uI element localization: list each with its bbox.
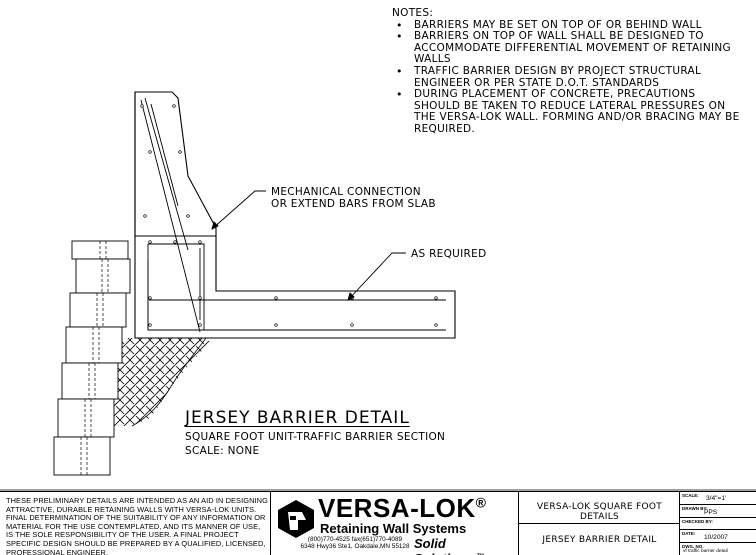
sheet-title: JERSEY BARRIER DETAIL xyxy=(542,535,657,545)
wall-block xyxy=(69,292,127,328)
versa-lok-mark-icon xyxy=(278,500,314,538)
soil-hatch xyxy=(108,337,210,427)
checked-by-field: CHECKED BY: xyxy=(680,518,756,530)
divider xyxy=(518,523,680,524)
versa-lok-logo: VERSA-LOK® Retaining Wall Systems (800)7… xyxy=(272,492,517,555)
detail-subtitle: SQUARE FOOT UNIT-TRAFFIC BARRIER SECTION xyxy=(185,431,446,443)
reinforcing-bars xyxy=(140,97,446,333)
logo-subtitle: Retaining Wall Systems xyxy=(320,521,467,536)
field-value: vf traffic barrier detail xyxy=(683,549,728,554)
title-block: THESE PRELIMINARY DETAILS ARE INTENDED A… xyxy=(0,491,756,555)
notes-list: BARRIERS MAY BE SET ON TOP OF OR BEHIND … xyxy=(392,19,742,136)
versa-lok-wall xyxy=(53,240,131,476)
project-title: VERSA-LOK SQUARE FOOT DETAILS xyxy=(536,502,663,522)
mechanical-connection-callout: MECHANICAL CONNECTION OR EXTEND BARS FRO… xyxy=(271,186,436,210)
logo-brand: VERSA-LOK® xyxy=(318,493,486,524)
detail-title: JERSEY BARRIER DETAIL xyxy=(185,408,410,428)
field-label: DWG. NO. xyxy=(682,544,704,549)
logo-contact: (800)770-4525 fax(651)770-4089 6348 Hwy3… xyxy=(296,536,414,551)
trademark-mark: TM xyxy=(477,554,484,555)
registered-mark: ® xyxy=(475,494,487,511)
note-item: BARRIERS ON TOP OF WALL SHALL BE DESIGNE… xyxy=(396,30,742,66)
general-notes: NOTES: BARRIERS MAY BE SET ON TOP OF OR … xyxy=(392,7,742,136)
note-item: TRAFFIC BARRIER DESIGN BY PROJECT STRUCT… xyxy=(396,65,742,89)
tagline-text: Solid Solutions. xyxy=(414,536,477,555)
barrier-section-drawing xyxy=(0,91,756,491)
notes-heading: NOTES: xyxy=(392,7,434,19)
detail-subtitle-block: SQUARE FOOT UNIT-TRAFFIC BARRIER SECTION… xyxy=(185,430,445,458)
divider xyxy=(270,492,271,555)
detail-scale: SCALE: NONE xyxy=(185,445,260,457)
wall-block xyxy=(75,258,131,294)
drawing-number-field: DWG. NO. vf traffic barrier detail xyxy=(680,543,756,555)
wall-block xyxy=(53,436,111,476)
field-value: 10/2007 xyxy=(704,534,728,541)
divider xyxy=(679,492,680,555)
drawn-by-field: DRAWN BY: PPS xyxy=(680,505,756,518)
logo-tagline: Solid Solutions.TM xyxy=(414,536,517,555)
date-field: DATE: 10/2007 xyxy=(680,530,756,543)
as-required-callout: AS REQUIRED xyxy=(411,248,487,260)
scale-field: SCALE: 3/4"=1' xyxy=(680,492,756,505)
wall-block xyxy=(65,326,123,364)
rebar-dots xyxy=(140,104,438,327)
field-label: CHECKED BY: xyxy=(682,519,713,524)
field-label: DRAWN BY: xyxy=(682,506,708,511)
disclaimer-text: THESE PRELIMINARY DETAILS ARE INTENDED A… xyxy=(6,496,268,555)
callout-line: MECHANICAL CONNECTION xyxy=(271,186,421,198)
callout-line: OR EXTEND BARS FROM SLAB xyxy=(271,198,436,210)
field-value: 3/4"=1' xyxy=(706,495,727,502)
logo-address: 6348 Hwy36 Ste1, Oakdale,MN 55128 xyxy=(300,543,410,551)
field-label: SCALE: xyxy=(682,493,699,498)
brand-text: VERSA-LOK xyxy=(318,493,476,523)
note-item: DURING PLACEMENT OF CONCRETE, PRECAUTION… xyxy=(396,88,742,135)
jersey-barrier xyxy=(134,91,456,339)
callout-leaders xyxy=(211,190,406,301)
field-value: PPS xyxy=(704,509,718,516)
note-item: BARRIERS MAY BE SET ON TOP OF OR BEHIND … xyxy=(396,19,742,32)
wall-block xyxy=(61,362,119,400)
logo-phone: (800)770-4525 fax(651)770-4089 xyxy=(307,536,403,543)
wall-block xyxy=(57,398,115,438)
field-label: DATE: xyxy=(682,531,696,536)
